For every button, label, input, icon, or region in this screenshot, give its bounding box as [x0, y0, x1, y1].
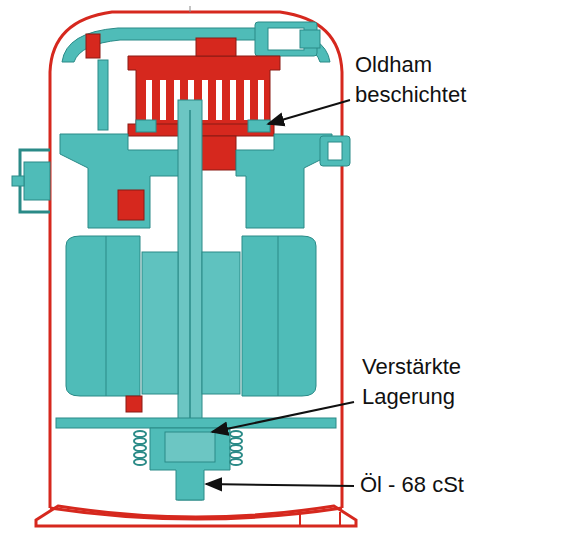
compressor-shell: [50, 508, 342, 519]
top-cap: [268, 28, 304, 50]
compressor-shell: [190, 6, 191, 12]
lower-bearing: [56, 418, 336, 428]
counterweight: [126, 396, 142, 412]
oldham-coupling: [248, 120, 270, 132]
fixed-scroll: [258, 80, 264, 120]
fixed-scroll: [216, 80, 222, 120]
top-cap: [62, 22, 330, 62]
lower-bearing: [134, 452, 146, 458]
base-plate: [36, 506, 356, 526]
valve: [86, 34, 100, 58]
lower-bearing: [230, 438, 242, 444]
main-bearing-housing: [118, 190, 144, 220]
motor-rotor: [202, 252, 240, 394]
lower-bearing: [134, 445, 146, 451]
fixed-scroll: [230, 80, 236, 120]
discharge-fitting: [328, 142, 342, 160]
discharge-fitting: [320, 136, 350, 166]
top-cap: [300, 30, 320, 48]
motor-stator: [66, 236, 316, 396]
suction-fitting: [12, 150, 50, 212]
fixed-scroll: [128, 56, 280, 128]
compressor-shell: [50, 6, 342, 519]
part-label: Oldham beschichtet: [355, 50, 505, 110]
lower-bearing: [150, 428, 230, 500]
valve: [86, 34, 108, 130]
part-label: Öl - 68 cSt: [360, 470, 550, 500]
counterweight: [126, 396, 142, 412]
motor-rotor: [142, 252, 240, 394]
compressor-shell: [50, 12, 342, 508]
motor-stator: [278, 236, 279, 396]
base-plate: [36, 506, 356, 526]
oldham-coupling: [136, 120, 156, 132]
fixed-scroll: [146, 80, 152, 120]
leader-arrow: [206, 100, 354, 486]
lower-bearing: [230, 452, 242, 458]
fixed-scroll: [196, 38, 236, 56]
motor-stator: [242, 236, 316, 396]
main-bearing-housing: [236, 134, 332, 228]
suction-fitting: [12, 176, 24, 186]
fixed-scroll: [244, 80, 250, 120]
part-label: Verstärkte Lagerung: [362, 352, 512, 412]
leader-arrow: [268, 100, 350, 124]
fixed-scroll: [146, 80, 264, 120]
lower-bearing: [134, 431, 242, 465]
lower-bearing: [230, 445, 242, 451]
lower-bearing: [230, 431, 242, 437]
leader-arrow: [212, 402, 354, 432]
lower-bearing: [230, 459, 242, 465]
fixed-scroll: [128, 38, 280, 128]
motor-rotor: [142, 252, 178, 394]
discharge-fitting: [320, 136, 350, 166]
suction-fitting: [24, 162, 50, 200]
motor-stator: [66, 236, 140, 396]
lower-bearing: [165, 432, 215, 462]
fixed-scroll: [160, 80, 166, 120]
lower-bearing: [134, 431, 146, 437]
main-bearing-housing: [60, 134, 196, 228]
valve: [98, 60, 108, 130]
lower-bearing: [56, 418, 336, 500]
fixed-scroll: [202, 80, 208, 120]
leader-arrow: [206, 484, 354, 486]
lower-bearing: [134, 438, 146, 444]
lower-bearing: [134, 459, 146, 465]
oldham-coupling: [136, 120, 270, 132]
motor-stator: [106, 236, 107, 396]
